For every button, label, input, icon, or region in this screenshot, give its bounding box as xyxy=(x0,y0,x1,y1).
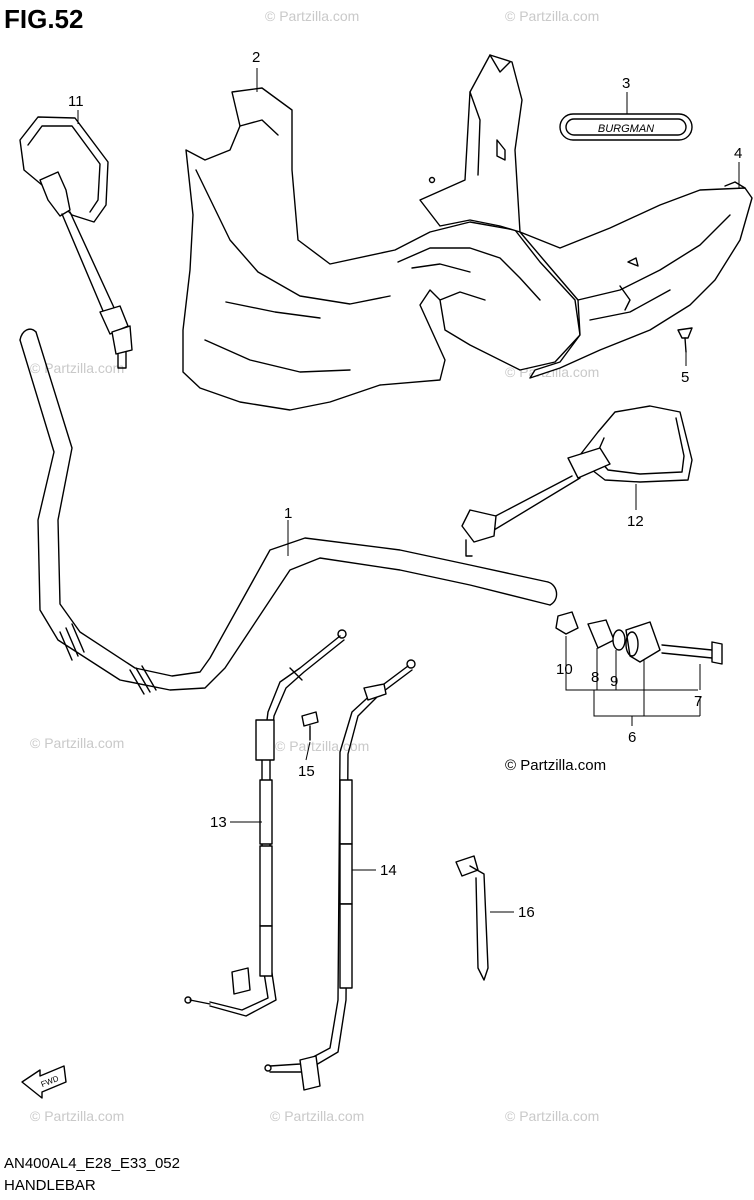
callout-16: 16 xyxy=(518,904,535,921)
callout-15: 15 xyxy=(298,763,315,780)
part-11-mirror-left xyxy=(19,116,133,369)
figure-code: AN400AL4_E28_E33_052 xyxy=(4,1155,180,1172)
watermark: © Partzilla.com xyxy=(270,1108,365,1124)
leader-lines xyxy=(77,68,740,913)
part-2-front-cover xyxy=(182,54,581,411)
callout-11: 11 xyxy=(68,93,84,110)
callout-10: 10 xyxy=(556,661,573,678)
callout-9: 9 xyxy=(610,673,618,690)
part-1-handlebar xyxy=(19,328,558,695)
callout-labels: 1 2 3 4 5 6 7 8 9 10 11 12 13 14 15 16 xyxy=(68,49,742,921)
copyright-notice: © Partzilla.com xyxy=(505,757,607,774)
figure-title: FIG.52 xyxy=(4,4,84,34)
callout-4: 4 xyxy=(734,145,742,162)
watermark: © Partzilla.com xyxy=(505,1108,600,1124)
callout-14: 14 xyxy=(380,862,397,879)
callout-12: 12 xyxy=(627,513,644,530)
callout-5: 5 xyxy=(681,369,689,386)
part-13-throttle-cable xyxy=(184,629,347,1017)
part-5-screw xyxy=(677,327,693,353)
callout-1: 1 xyxy=(284,505,292,522)
watermark: © Partzilla.com xyxy=(30,1108,125,1124)
callout-7: 7 xyxy=(694,693,702,710)
part-14-brake-cable xyxy=(264,659,416,1091)
callout-6: 6 xyxy=(628,729,636,746)
watermark: © Partzilla.com xyxy=(265,8,360,24)
watermark: © Partzilla.com xyxy=(30,735,125,751)
callout-2: 2 xyxy=(252,49,260,66)
part-3-emblem: BURGMAN xyxy=(559,113,693,141)
callout-13: 13 xyxy=(210,814,227,831)
figure-name: HANDLEBAR xyxy=(4,1177,96,1194)
part-7-bolt xyxy=(661,641,723,665)
callout-8: 8 xyxy=(591,669,599,686)
part-10-nut xyxy=(555,611,579,635)
part-4-side-cover xyxy=(519,181,753,379)
watermark: © Partzilla.com xyxy=(30,360,125,376)
part-9-washer xyxy=(612,629,626,651)
emblem-text: BURGMAN xyxy=(598,123,654,135)
watermark: © Partzilla.com xyxy=(505,8,600,24)
part-6-balancer xyxy=(625,621,661,663)
part-8-collar xyxy=(587,619,615,649)
fwd-arrow: FWD xyxy=(21,1065,67,1099)
part-16-cable-tie xyxy=(455,855,489,981)
callout-3: 3 xyxy=(622,75,630,92)
part-12-mirror-right xyxy=(461,405,693,557)
part-15-screw xyxy=(301,711,319,741)
watermark: © Partzilla.com xyxy=(275,738,370,754)
